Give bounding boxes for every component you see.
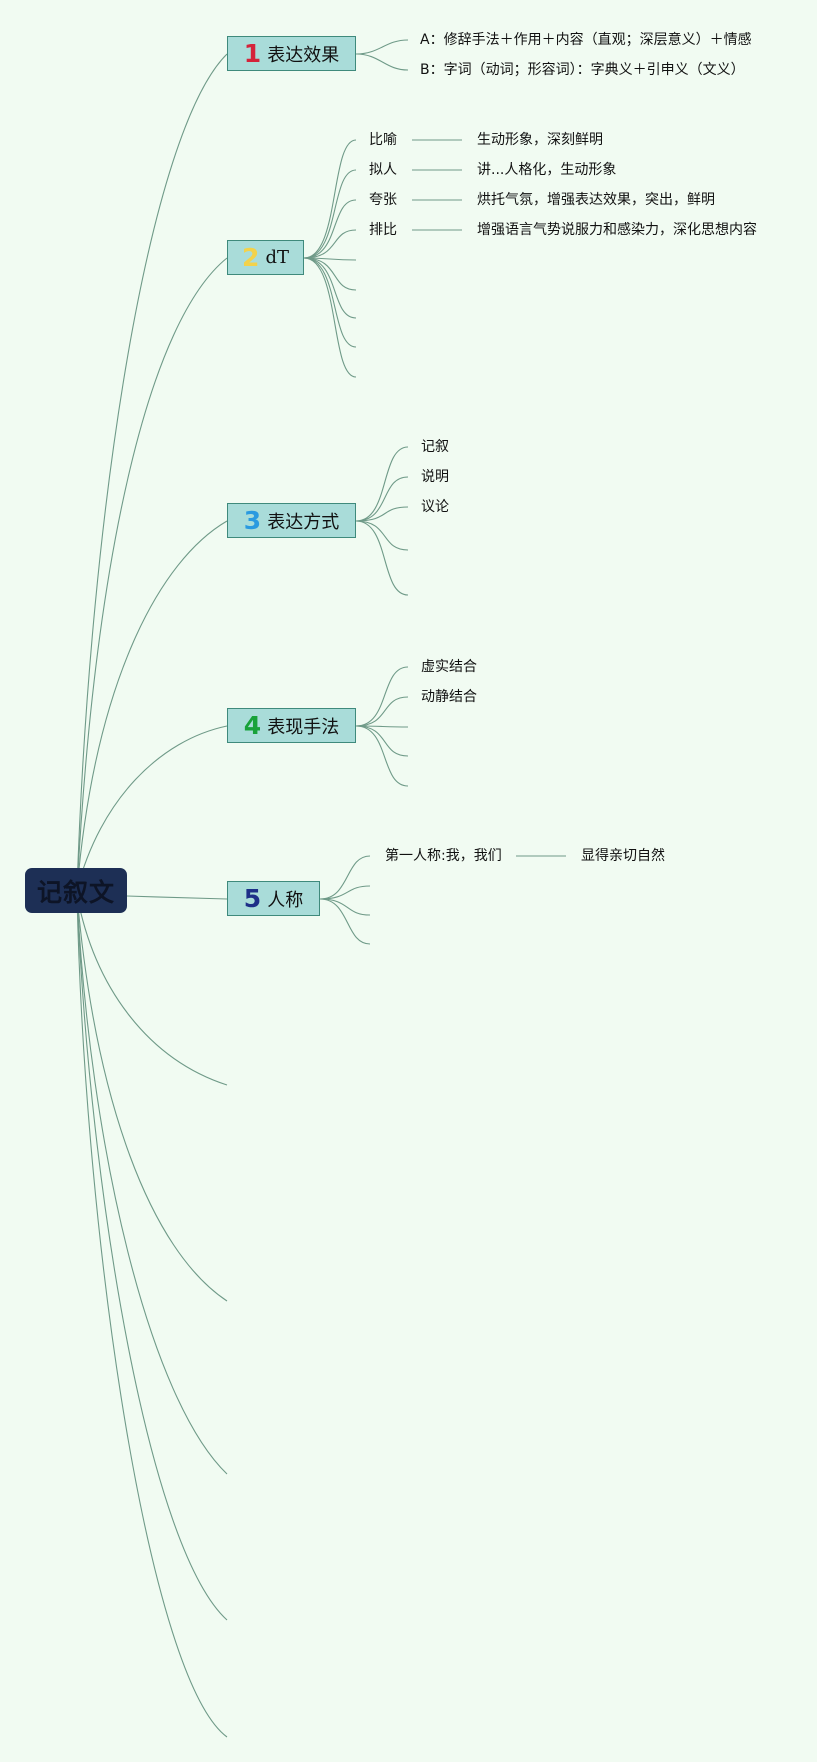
connector-root-topic-2: [76, 257, 228, 891]
connector-root-topic-4: [76, 725, 228, 891]
topic-2-node[interactable]: 2 dT: [227, 240, 304, 275]
number-2-icon: 2: [242, 243, 260, 272]
connector-t5-4: [319, 898, 371, 945]
connector-t4-5: [355, 725, 409, 787]
connector-t5-2: [319, 885, 371, 900]
topic-3-child-3[interactable]: 议论: [421, 499, 449, 515]
connector-t2-1: [303, 139, 357, 259]
topic-3-child-2[interactable]: 说明: [421, 469, 449, 485]
topic-3-label: 表达方式: [267, 511, 340, 533]
topic-5-node[interactable]: 5 人称: [227, 881, 320, 916]
topic-4-label: 表现手法: [267, 716, 340, 738]
topic-2-child-1[interactable]: 比喻: [369, 132, 397, 148]
topic-2-child-4[interactable]: 排比: [369, 222, 397, 238]
topic-2-child-1-detail[interactable]: 生动形象，深刻鲜明: [477, 132, 603, 148]
topic-2-child-2[interactable]: 拟人: [369, 162, 397, 178]
connector-t5-3: [319, 898, 371, 916]
connector-t2-7: [303, 257, 357, 319]
connector-t2-3: [303, 199, 357, 259]
topic-2-child-3[interactable]: 夸张: [369, 192, 397, 208]
root-node[interactable]: 记叙文: [25, 868, 127, 913]
topic-4-child-1[interactable]: 虚实结合: [421, 659, 477, 675]
connector-root-empty-3: [76, 894, 228, 1475]
connector-root-empty-2: [76, 894, 228, 1302]
connector-root-empty-5: [76, 894, 228, 1738]
number-4-icon: 4: [243, 711, 262, 740]
number-5-icon: 5: [243, 884, 262, 913]
topic-1-child-b[interactable]: B：字词（动词；形容词）：字典义＋引申义（文义）: [420, 62, 745, 78]
connector-t2-8: [303, 257, 357, 348]
connector-root-topic-1: [76, 53, 228, 891]
connector-t3-2: [355, 476, 409, 522]
topic-5-label: 人称: [267, 889, 304, 911]
root-label: 记叙文: [36, 877, 115, 907]
topic-2-child-4-detail[interactable]: 增强语言气势说服力和感染力，深化思想内容: [477, 222, 757, 238]
connector-root-empty-4: [76, 894, 228, 1621]
number-1-icon: 1: [243, 39, 262, 68]
connector-t3-3: [355, 506, 409, 522]
topic-2-child-3-detail[interactable]: 烘托气氛，增强表达效果，突出，鲜明: [477, 192, 715, 208]
connector-t1-b: [355, 53, 409, 71]
connector-t2-6: [303, 257, 357, 291]
connector-t3-5: [355, 520, 409, 596]
connector-t3-4: [355, 520, 409, 551]
connector-t5-1: [319, 855, 371, 900]
connector-root-topic-5: [126, 895, 228, 900]
topic-2-label: dT: [265, 247, 289, 268]
number-3-icon: 3: [243, 506, 262, 535]
connector-t2-4: [303, 229, 357, 259]
connector-t4-1: [355, 666, 409, 727]
topic-1-child-a[interactable]: A：修辞手法＋作用＋内容（直观；深层意义）＋情感: [420, 32, 752, 48]
topic-1-node[interactable]: 1 表达效果: [227, 36, 356, 71]
connector-t3-1: [355, 446, 409, 522]
topic-1-label: 表达效果: [267, 44, 340, 66]
topic-3-node[interactable]: 3 表达方式: [227, 503, 356, 538]
connector-t2-9: [303, 257, 357, 378]
topic-5-child-1[interactable]: 第一人称:我，我们: [385, 848, 502, 864]
connector-t2-2: [303, 169, 357, 259]
topic-4-node[interactable]: 4 表现手法: [227, 708, 356, 743]
topic-4-child-2[interactable]: 动静结合: [421, 689, 477, 705]
topic-3-child-1[interactable]: 记叙: [421, 439, 449, 455]
connector-t1-a: [355, 39, 409, 55]
connector-root-empty-1: [76, 894, 228, 1086]
topic-5-child-1-detail[interactable]: 显得亲切自然: [581, 848, 665, 864]
connector-t4-4: [355, 725, 409, 757]
connector-t4-2: [355, 696, 409, 727]
connector-root-topic-3: [76, 520, 228, 891]
topic-2-child-2-detail[interactable]: 讲...人格化，生动形象: [477, 162, 617, 178]
